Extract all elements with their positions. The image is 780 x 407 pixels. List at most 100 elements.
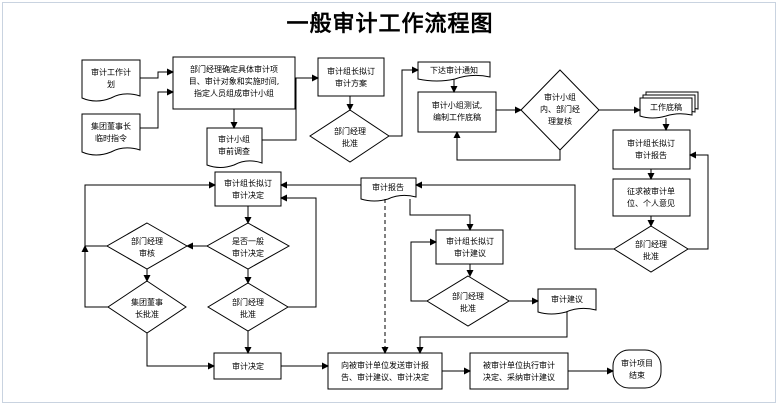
shape-send bbox=[327, 352, 443, 390]
label-line: 目、审计对象和实施时间, bbox=[189, 76, 280, 86]
conn-chairman-to-decision bbox=[146, 333, 215, 370]
label-line: 是否一般 bbox=[232, 236, 264, 246]
label-mgr-approve-plan: 部门经理批准 bbox=[334, 126, 366, 148]
conn-review-back-test bbox=[453, 131, 561, 161]
shape-leader-plan bbox=[317, 57, 385, 97]
label-execute: 被审计单位执行审计决定、采纳审计建议 bbox=[483, 360, 555, 382]
label-send: 向被审计单位发送审计报告、审计建议、审计决定 bbox=[341, 360, 429, 382]
conn-chairman-to-confirm bbox=[140, 88, 174, 129]
conn-mgrreview-back bbox=[84, 181, 216, 247]
label-line: 部门经理 bbox=[232, 297, 264, 307]
label-line: 部门经理 bbox=[334, 126, 366, 136]
label-leader-report: 审计组长拟订审计报告 bbox=[627, 138, 675, 160]
label-line: 审计决定 bbox=[232, 361, 264, 371]
label-line: 工作底稿 bbox=[650, 102, 682, 112]
label-line: 内、部门经 bbox=[540, 104, 580, 114]
shape-leader-report bbox=[612, 129, 691, 170]
label-line: 审计组长拟订 bbox=[224, 178, 272, 188]
shape-leader-decision bbox=[214, 171, 282, 207]
label-line: 被审计单位执行审计 bbox=[483, 360, 555, 370]
label-line: 划 bbox=[107, 79, 115, 89]
label-solicit: 征求被审计单位、个人意见 bbox=[627, 186, 675, 208]
label-line: 审计建议 bbox=[551, 294, 583, 304]
shape-mgr-review bbox=[105, 222, 189, 270]
label-notice: 下达审计通知 bbox=[430, 65, 478, 75]
label-mgr-approve-decision: 部门经理批准 bbox=[232, 297, 264, 319]
conn-survey-to-plan bbox=[262, 74, 319, 141]
label-line: 批准 bbox=[240, 309, 256, 319]
label-line: 批准 bbox=[643, 251, 659, 261]
label-working-papers: 工作底稿 bbox=[650, 102, 682, 112]
label-line: 部门经理 bbox=[635, 239, 667, 249]
shape-chairman-approve bbox=[107, 280, 187, 334]
shape-working-papers bbox=[639, 97, 693, 119]
label-line: 审计组长拟订 bbox=[327, 66, 375, 76]
label-line: 审计工作计 bbox=[91, 67, 131, 77]
label-line: 理复核 bbox=[548, 116, 572, 126]
conn-chairman-back bbox=[81, 245, 108, 308]
shape-team-test bbox=[417, 91, 497, 133]
label-line: 指定人员组成审计小组 bbox=[194, 88, 274, 98]
label-line: 审计报告 bbox=[635, 150, 667, 160]
conn-plan-to-confirm bbox=[140, 68, 174, 79]
label-audit-suggest: 审计建议 bbox=[551, 294, 583, 304]
label-line: 临时指令 bbox=[95, 133, 127, 143]
label-line: 审计报告 bbox=[372, 182, 404, 192]
shape-plan-doc bbox=[81, 59, 141, 102]
page-frame bbox=[2, 2, 776, 403]
shape-team-survey bbox=[206, 127, 263, 168]
label-line: 审计项目 bbox=[621, 358, 653, 368]
label-line: 部门经理 bbox=[452, 291, 484, 301]
label-line: 审前调查 bbox=[218, 146, 250, 156]
label-line: 审计方案 bbox=[335, 78, 367, 88]
label-chairman-temp: 集团董事长临时指令 bbox=[91, 121, 131, 143]
label-team-test: 审计小组测试,编制工作底稿 bbox=[432, 100, 483, 122]
label-line: 下达审计通知 bbox=[430, 65, 478, 75]
label-plan-doc: 审计工作计划 bbox=[91, 67, 131, 89]
label-line: 部门经理 bbox=[131, 236, 163, 246]
shape-notice bbox=[417, 61, 491, 82]
label-line: 位、个人意见 bbox=[627, 198, 675, 208]
label-review: 审计小组内、部门经理复核 bbox=[540, 92, 580, 126]
label-line: 审计小组 bbox=[218, 134, 250, 144]
labels: 审计工作计划 集团董事长临时指令 部门经理确定具体审计项目、审计对象和实施时间,… bbox=[91, 64, 682, 382]
label-team-survey: 审计小组审前调查 bbox=[218, 134, 250, 156]
label-line: 征求被审计单 bbox=[627, 186, 675, 196]
label-leader-decision: 审计组长拟订审计决定 bbox=[224, 178, 272, 200]
label-end: 审计项目结束 bbox=[621, 358, 653, 380]
conn-approve-suggest-back bbox=[410, 238, 437, 302]
label-leader-plan: 审计组长拟订审计方案 bbox=[327, 66, 375, 88]
label-audit-report: 审计报告 bbox=[372, 182, 404, 192]
label-line: 告、审计建议、审计决定 bbox=[341, 372, 429, 382]
label-line: 集团董事长 bbox=[91, 121, 131, 131]
label-general-q: 是否一般审计决定 bbox=[232, 236, 264, 258]
label-line: 编制工作底稿 bbox=[433, 112, 481, 122]
label-dept-mgr-confirm: 部门经理确定具体审计项目、审计对象和实施时间, 指定人员组成审计小组 bbox=[189, 64, 280, 98]
label-mgr-review: 部门经理审核 bbox=[131, 236, 163, 258]
shape-audit-report bbox=[360, 177, 417, 202]
label-line: 集团董事 bbox=[131, 297, 163, 307]
label-audit-decision: 审计决定 bbox=[232, 361, 264, 371]
shape-end bbox=[612, 349, 662, 389]
shape-audit-decision bbox=[213, 352, 282, 380]
shape-mgr-approve-plan bbox=[309, 109, 390, 163]
label-line: 审计组长拟订 bbox=[446, 236, 494, 246]
label-line: 部门经理确定具体审计项 bbox=[190, 64, 278, 74]
shape-execute bbox=[469, 352, 569, 390]
label-line: 长批准 bbox=[135, 309, 159, 319]
diagram-title: 一般审计工作流程图 bbox=[286, 12, 494, 37]
shape-general-q bbox=[205, 222, 291, 270]
label-mgr-approve-suggest: 部门经理批准 bbox=[452, 291, 484, 313]
label-line: 决定、采纳审计建议 bbox=[483, 372, 555, 382]
conn-approve-report-to-audit-report bbox=[415, 181, 614, 250]
label-line: 审计组长拟订 bbox=[627, 138, 675, 148]
label-line: 向被审计单位发送审计报 bbox=[341, 360, 429, 370]
label-line: 批准 bbox=[342, 138, 358, 148]
label-line: 结束 bbox=[629, 370, 645, 380]
shape-audit-suggest bbox=[537, 288, 597, 315]
shape-mgr-approve-report bbox=[613, 225, 689, 273]
conn-approve-decision-back bbox=[280, 194, 317, 308]
conn-report-to-suggest bbox=[409, 199, 474, 231]
shape-mgr-approve-suggest bbox=[426, 275, 510, 327]
